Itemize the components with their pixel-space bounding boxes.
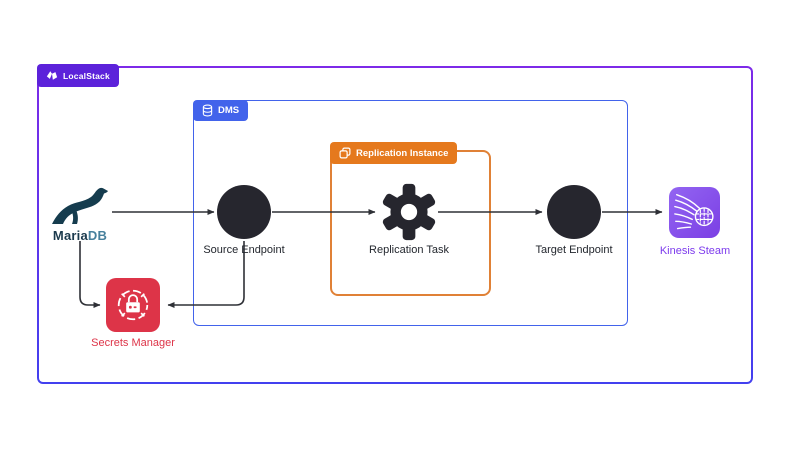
node-mariadb: MariaDB (40, 184, 120, 243)
target-endpoint-label: Target Endpoint (535, 244, 613, 256)
secrets-manager-lock-icon (117, 289, 149, 321)
replication-task-label: Replication Task (369, 244, 449, 256)
dms-badge-label: DMS (218, 105, 240, 116)
instances-copy-icon (339, 147, 351, 159)
mariadb-label: MariaDB (40, 228, 120, 243)
localstack-badge: LocalStack (37, 64, 119, 87)
kinesis-stream-label: Kinesis Steam (659, 245, 731, 257)
secrets-manager-tile (106, 278, 160, 332)
source-endpoint-circle (217, 185, 271, 239)
mariadb-label-secondary: DB (87, 228, 108, 243)
replication-instance-badge: Replication Instance (330, 142, 458, 164)
secrets-manager-label: Secrets Manager (91, 337, 175, 349)
replication-instance-badge-label: Replication Instance (356, 147, 449, 159)
source-endpoint-label: Source Endpoint (203, 244, 285, 256)
kinesis-stream-tile (669, 187, 720, 238)
gear-icon (382, 183, 436, 241)
localstack-logo-icon (46, 71, 58, 80)
dms-badge: DMS (193, 100, 249, 121)
kinesis-data-streams-icon (673, 193, 714, 229)
localstack-badge-label: LocalStack (63, 70, 110, 81)
mariadb-sea-lion-icon (52, 187, 108, 224)
dms-container (193, 100, 628, 326)
mariadb-label-primary: Maria (52, 228, 88, 243)
target-endpoint-circle (547, 185, 601, 239)
database-icon (202, 104, 213, 117)
